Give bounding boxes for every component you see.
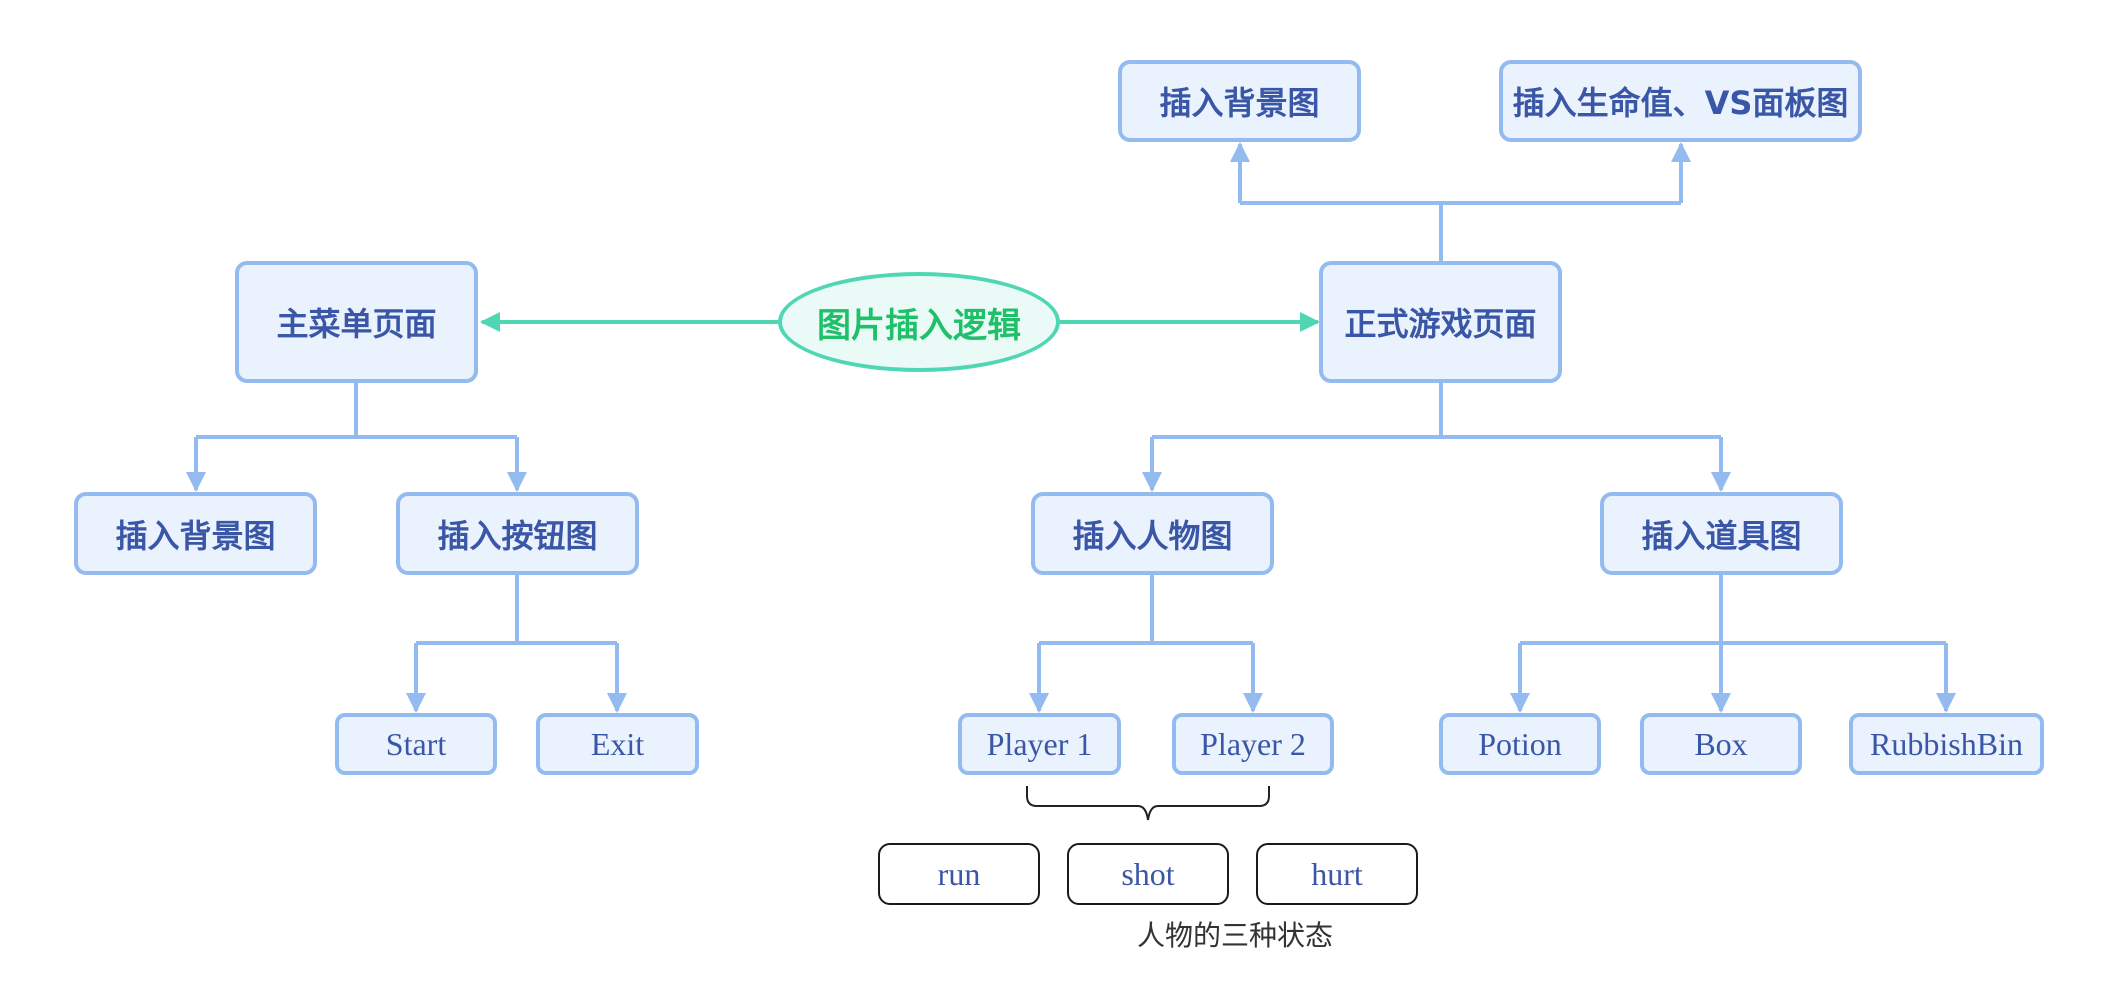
state-run-node[interactable]: run [878, 843, 1040, 905]
center-node[interactable]: 图片插入逻辑 [778, 272, 1060, 372]
connector-game-down-trunk [1152, 383, 1721, 439]
connector-game-up-trunk [1240, 201, 1681, 261]
connector-menu-trunk [196, 383, 517, 439]
characters-node[interactable]: 插入人物图 [1031, 492, 1274, 575]
game-page-node[interactable]: 正式游戏页面 [1319, 261, 1562, 383]
menu-buttons-node[interactable]: 插入按钮图 [396, 492, 639, 575]
rubbishbin-node[interactable]: RubbishBin [1849, 713, 2044, 775]
state-shot-node[interactable]: shot [1067, 843, 1229, 905]
player1-node[interactable]: Player 1 [958, 713, 1121, 775]
potion-node[interactable]: Potion [1439, 713, 1601, 775]
start-button-node[interactable]: Start [335, 713, 497, 775]
connector-characters-trunk [1039, 575, 1253, 645]
game-hud-node[interactable]: 插入生命值、VS面板图 [1499, 60, 1862, 142]
items-node[interactable]: 插入道具图 [1600, 492, 1843, 575]
player2-node[interactable]: Player 2 [1172, 713, 1334, 775]
exit-button-node[interactable]: Exit [536, 713, 699, 775]
state-hurt-node[interactable]: hurt [1256, 843, 1418, 905]
connector-buttons-trunk [416, 575, 617, 645]
connector-items-trunk [1520, 575, 1946, 645]
states-caption: 人物的三种状态 [1136, 919, 1334, 952]
players-brace [1026, 786, 1270, 821]
main-menu-page-node[interactable]: 主菜单页面 [235, 261, 478, 383]
box-node[interactable]: Box [1640, 713, 1802, 775]
menu-background-node[interactable]: 插入背景图 [74, 492, 317, 575]
game-bg-node[interactable]: 插入背景图 [1118, 60, 1361, 142]
